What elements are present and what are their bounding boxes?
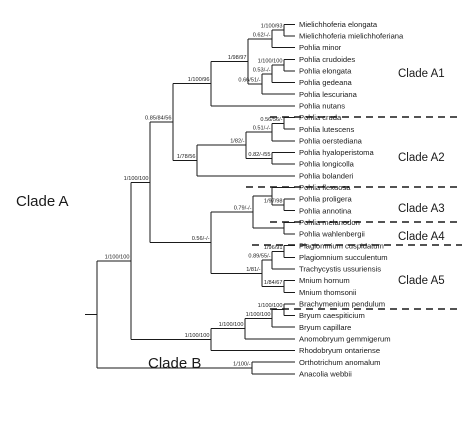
support-value: 0.56/56/- <box>260 117 282 123</box>
taxon-label: Pohlia minor <box>299 43 342 52</box>
clade-b-label: Clade B <box>148 355 201 372</box>
taxon-label: Pohlia annotina <box>299 206 352 215</box>
taxon-label: Mielichhoferia mielichhoferiana <box>299 32 404 41</box>
support-value: 1/96/91 <box>264 245 283 251</box>
taxon-label: Plagiomnium succulentum <box>299 253 388 262</box>
support-value: 1/100/- <box>233 361 251 367</box>
support-value: 0.62/-/- <box>253 32 271 38</box>
support-value: 1/97/98 <box>264 198 283 204</box>
taxon-label: Pohlia flexuosa <box>299 183 351 192</box>
taxon-label: Pohlia crudoides <box>299 55 355 64</box>
taxon-label: Pohlia longicolla <box>299 160 355 169</box>
taxon-label: Pohlia nutans <box>299 101 345 110</box>
taxon-label: Mnium hornum <box>299 276 350 285</box>
clade-a1-label: Clade A1 <box>398 68 445 80</box>
taxon-label: Brachymenium pendulum <box>299 300 385 309</box>
taxon-label: Pohlia gedeana <box>299 78 353 87</box>
clade-a2-label: Clade A2 <box>398 152 445 164</box>
taxon-label: Pohlia bolanderi <box>299 171 354 180</box>
taxon-label: Anacolia webbii <box>299 369 352 378</box>
support-value: 0.82/-/55 <box>248 152 270 158</box>
taxon-label: Pohlia elongata <box>299 67 352 76</box>
support-value: 1/78/56 <box>177 154 196 160</box>
support-value: 1/100/100 <box>246 312 271 318</box>
support-value: 1/100/100 <box>105 254 130 260</box>
taxon-label: Pohlia proligera <box>299 195 353 204</box>
support-value: 1/82/- <box>230 139 244 145</box>
taxon-label: Mielichhoferia elongata <box>299 20 378 29</box>
support-value: 1/100/96 <box>188 77 210 83</box>
support-value: 1/81/- <box>246 267 260 273</box>
taxon-label: Pohlia wahlenbergii <box>299 230 365 239</box>
support-value: 1/98/97 <box>228 55 247 61</box>
support-value: 1/100/100 <box>258 59 283 65</box>
taxon-label: Pohlia cruda <box>299 113 342 122</box>
support-value: 0.53/-/- <box>253 67 271 73</box>
support-value: 0.85/84/56 <box>145 116 171 122</box>
taxon-label: Pohlia lescuriana <box>299 90 358 99</box>
support-value: 1/100/100 <box>219 322 244 328</box>
support-value: 1/84/67 <box>264 280 283 286</box>
tree-branches <box>85 23 295 375</box>
taxon-label: Bryum capillare <box>299 323 351 332</box>
clade-separators <box>246 116 462 310</box>
taxon-label: Trachycystis ussuriensis <box>299 265 381 274</box>
support-value: 0.56/-/- <box>192 236 210 242</box>
taxon-label: Pohlia hyaloperistoma <box>299 148 374 157</box>
support-value: 1/100/100 <box>124 176 149 182</box>
support-value: 0.89/55/- <box>248 254 270 260</box>
taxon-label: Pohlia melanodon <box>299 218 360 227</box>
taxon-label: Mnium thomsonii <box>299 288 357 297</box>
clade-a-label: Clade A <box>16 193 69 210</box>
support-values: 1/100/93 0.62/-/- 1/100/100 0.53/-/- 0.66/51… <box>105 24 283 368</box>
clade-labels: Clade A1 Clade A2 Clade A3 Clade A4 Clade A5… <box>16 68 445 372</box>
support-value: 1/100/100 <box>258 303 283 309</box>
support-value: 0.51/-/- <box>253 126 271 132</box>
clade-a4-label: Clade A4 <box>398 231 445 243</box>
taxon-label: Rhodobryum ontariense <box>299 346 380 355</box>
taxon-label: Anomobryum gemmigerum <box>299 334 391 343</box>
support-value: 1/100/100 <box>185 333 210 339</box>
clade-a3-label: Clade A3 <box>398 203 445 215</box>
taxon-label: Bryum caespiticium <box>299 311 365 320</box>
support-value: 1/100/93 <box>261 24 283 30</box>
taxon-label: Pohlia oerstediana <box>299 136 363 145</box>
taxon-label: Pohlia lutescens <box>299 125 355 134</box>
taxon-label: Orthotrichum anomalum <box>299 358 380 367</box>
support-value: 0.79/-/- <box>234 206 252 212</box>
clade-a5-label: Clade A5 <box>398 275 445 287</box>
taxon-label: Plagiomnium cuspidatum <box>299 241 384 250</box>
support-value: 0.66/51/- <box>238 78 260 84</box>
